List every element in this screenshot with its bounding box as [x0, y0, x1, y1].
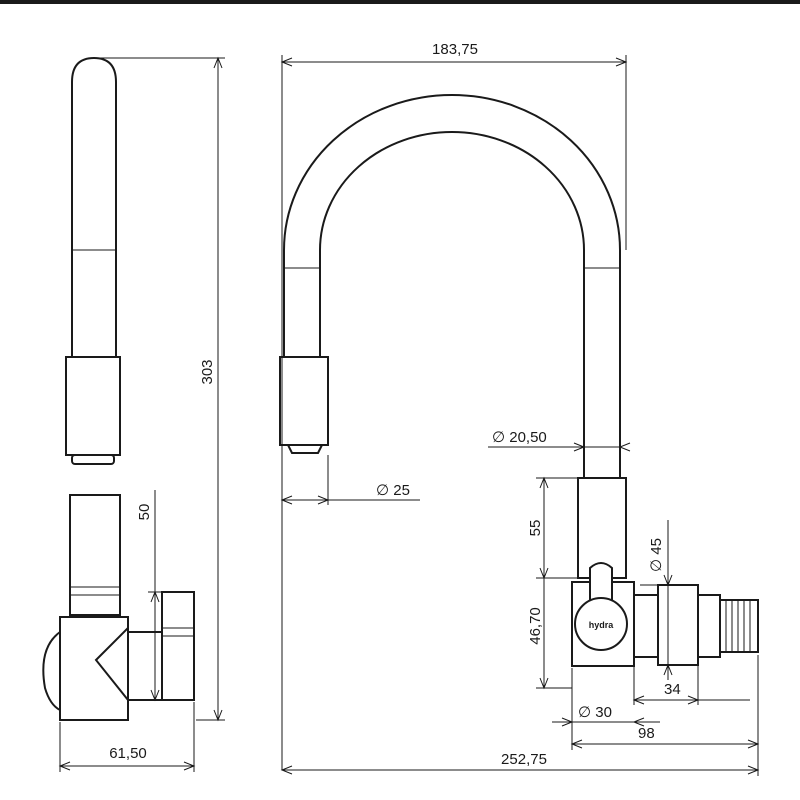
- dim-arrow: [687, 695, 700, 705]
- dim-arrow: [150, 689, 160, 702]
- brand-logo-text: hydra: [589, 620, 615, 630]
- side-view-handle-knob: [42, 630, 61, 712]
- dim-arrow: [615, 57, 628, 67]
- dim-arrow: [280, 495, 293, 505]
- dim-arrow: [632, 717, 645, 727]
- side-view-stem: [69, 494, 121, 616]
- dim-arrow: [663, 574, 673, 587]
- front-view-nozzle-sleeve: [279, 356, 329, 446]
- dim-arrow: [280, 765, 293, 775]
- dim-20-50-label: ∅ 20,50: [492, 429, 547, 446]
- dim-arrow: [573, 442, 586, 452]
- dim-98-label: 98: [638, 725, 655, 742]
- dim-50-label: 50: [136, 504, 153, 521]
- dim-arrow: [150, 590, 160, 603]
- dim-arrow: [317, 495, 330, 505]
- front-view-handle-lever: [589, 562, 613, 601]
- front-view-connector: [633, 594, 659, 658]
- dim-arrow: [561, 717, 574, 727]
- dim-arrow: [58, 761, 71, 771]
- front-view-nut: [657, 584, 699, 666]
- side-view-sleeve: [65, 356, 121, 456]
- side-view: [42, 56, 195, 721]
- dim-183-75-label: 183,75: [432, 41, 478, 58]
- front-view: hydra: [279, 94, 759, 667]
- dim-30-label: ∅ 30: [578, 704, 612, 721]
- dim-34-label: 34: [664, 681, 681, 698]
- dim-46-70-label: 46,70: [527, 607, 544, 645]
- side-view-spout-tube: [71, 56, 117, 456]
- dim-arrow: [183, 761, 196, 771]
- dim-arrow: [539, 677, 549, 690]
- dim-55-label: 55: [527, 520, 544, 537]
- front-view-body: [577, 477, 627, 579]
- dim-arrow: [618, 442, 631, 452]
- dim-25-label: ∅ 25: [376, 482, 410, 499]
- top-border-rule: [0, 0, 800, 4]
- dim-arrow: [747, 739, 760, 749]
- dim-arrow: [570, 739, 583, 749]
- dim-303-label: 303: [199, 359, 216, 384]
- side-view-base-body: [59, 616, 129, 721]
- dim-252-75-label: 252,75: [501, 751, 547, 768]
- front-view-nozzle-tip: [286, 444, 324, 454]
- dim-arrow: [280, 57, 293, 67]
- dim-arrow: [663, 663, 673, 676]
- side-view-nut: [161, 591, 195, 701]
- front-view-adapter: [697, 594, 721, 658]
- side-view-chevron: [94, 627, 129, 701]
- front-view-dimensions: 183,75 ∅ 20,50 ∅ 25 55 46,70 ∅ 45: [280, 41, 760, 776]
- side-view-connector: [127, 631, 165, 701]
- side-view-dimensions: 303 50 61,50: [58, 56, 225, 772]
- dim-arrow: [213, 709, 223, 722]
- dim-arrow: [632, 695, 645, 705]
- dim-arrow: [747, 765, 760, 775]
- front-view-handle-disc: [574, 597, 628, 651]
- side-view-ring: [71, 454, 115, 465]
- dim-arrow: [213, 56, 223, 69]
- front-view-thread-lines: [725, 600, 751, 652]
- dim-arrow: [539, 476, 549, 489]
- front-view-gooseneck: [283, 94, 621, 479]
- dim-61-50-label: 61,50: [109, 745, 147, 762]
- dim-45-label: ∅ 45: [648, 538, 665, 572]
